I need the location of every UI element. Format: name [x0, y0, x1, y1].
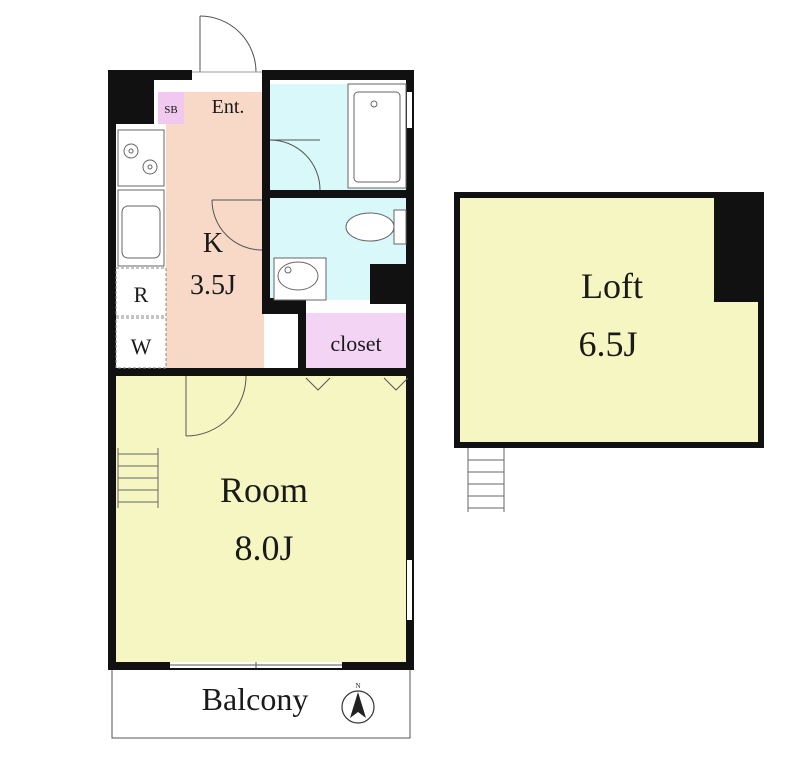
compass-icon: N	[341, 682, 375, 724]
compass-north-label: N	[355, 682, 360, 690]
toilet	[345, 209, 407, 245]
room-floor	[116, 374, 408, 662]
loft-size-label: 6.5J	[578, 324, 637, 364]
bath-door	[269, 139, 321, 191]
room-label: Room	[220, 470, 308, 510]
washbasin	[273, 257, 327, 301]
room-window-right	[407, 560, 412, 620]
stove	[117, 129, 165, 187]
shoe-box-label: SB	[164, 104, 177, 116]
closet-doors	[305, 377, 409, 391]
shoe-box	[158, 92, 184, 124]
loft-label: Loft	[581, 266, 643, 306]
walls	[108, 70, 414, 670]
loft-floor	[458, 196, 762, 444]
closet-label: closet	[330, 331, 381, 356]
kitchen-sink	[117, 189, 165, 267]
kitchen-label: K	[203, 228, 223, 259]
entrance-door	[190, 15, 262, 73]
closet-floor	[305, 313, 408, 369]
room-ladder	[117, 448, 159, 508]
refrigerator-label: R	[134, 282, 149, 307]
room-door	[185, 375, 247, 437]
entrance-label: Ent.	[212, 96, 245, 118]
loft-ladder	[467, 448, 505, 512]
washer-space	[115, 317, 167, 369]
fridge-space	[115, 267, 167, 317]
bath-window	[407, 92, 412, 128]
loft-walls	[454, 192, 764, 448]
washer-label: W	[131, 334, 152, 359]
bathtub	[347, 83, 407, 189]
toilet-door	[211, 199, 263, 251]
room-size-label: 8.0J	[234, 528, 293, 568]
kitchen-floor	[166, 92, 264, 372]
kitchen-size-label: 3.5J	[190, 270, 236, 301]
balcony-label: Balcony	[202, 681, 309, 717]
